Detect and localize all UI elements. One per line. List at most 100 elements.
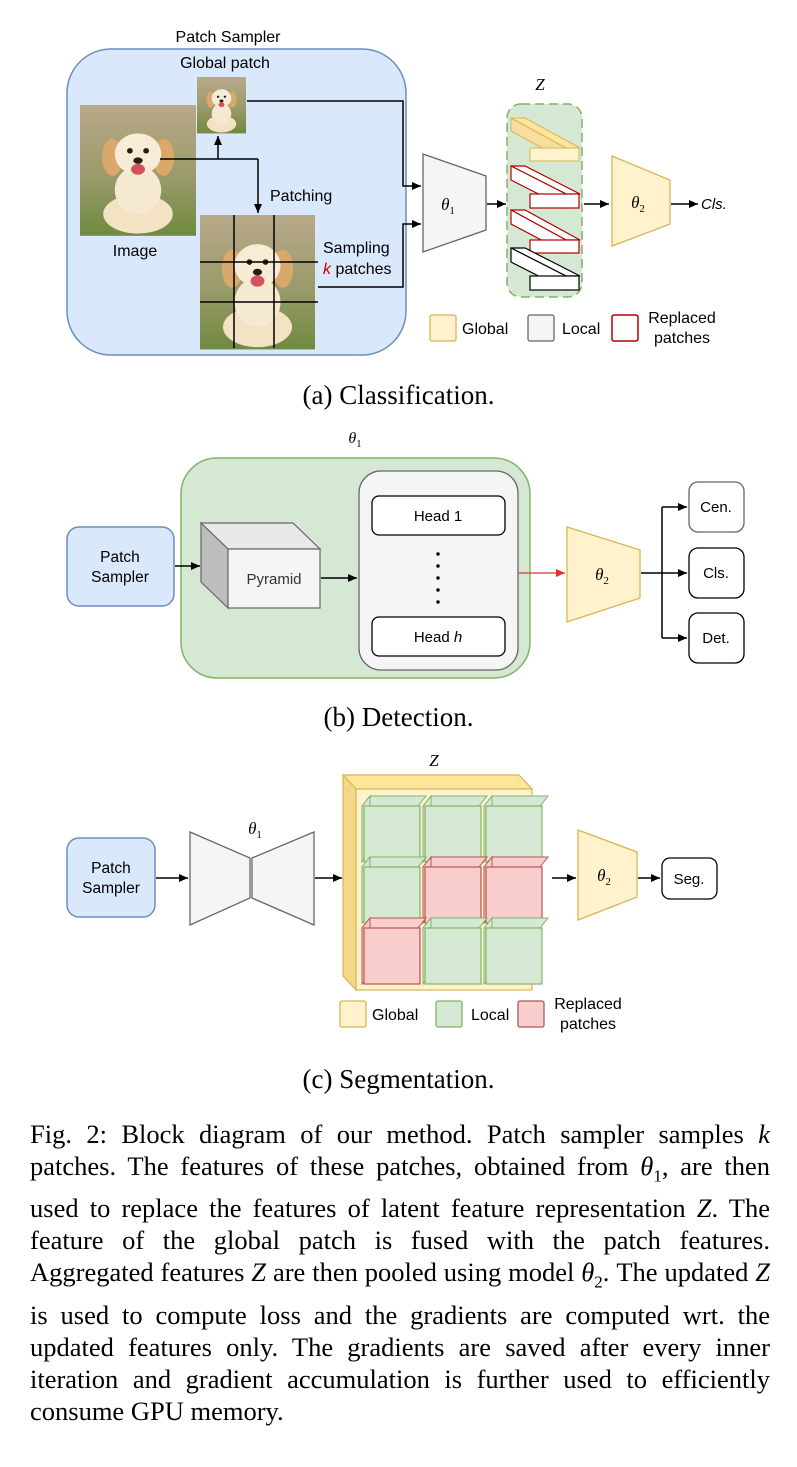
c-feature-cell-front [485,805,543,863]
a-legend-global: Global [462,321,508,338]
b-head-1-label: Head 1 [414,508,462,525]
a-feature-replaced-1 [510,165,581,209]
c-seg-output [661,857,718,900]
c-feature-cell-front [363,927,421,985]
a-image [80,105,196,236]
c-feature-cell-local [421,916,489,986]
c-feature-cell-front [424,805,482,863]
c-legend-replaced-2: patches [560,1016,616,1033]
c-feature-cell-local [360,855,428,925]
b-det-label: Det. [702,630,730,647]
a-sampling-label: Sampling [323,240,390,257]
c-feature-cell-front [363,805,421,863]
a-k-patches-label: k patches [323,261,391,278]
c-feature-cell-top [360,917,428,929]
a-legend-local-swatch [527,314,555,342]
b-theta2-label: θ2 [595,565,609,587]
caption-segmentation: (c) Segmentation. [302,1064,495,1094]
c-feature-grid [360,794,550,986]
c-legend-global-swatch [339,1000,367,1028]
c-feature-cell-local [360,794,428,864]
b-pyramid-label: Pyramid [246,571,301,588]
panel-c-segmentation: Z Patch Sampler θ1 θ2 Seg. Global Local [66,751,718,1033]
a-sampler-title: Patch Sampler [176,29,282,46]
b-pyramid-block [199,521,322,610]
c-patch-sampler [66,837,156,918]
c-feature-cell-local [482,916,550,986]
c-feature-cell-local [482,794,550,864]
b-head-h [371,616,506,657]
b-cls-label: Cls. [703,565,729,582]
a-feature-global [510,117,581,162]
b-head-h-label: Head h [414,629,462,646]
caption-classification: (a) Classification. [302,380,495,410]
panel-b-detection: θ1 Patch Sampler Pyramid Head 1 Head h θ… [66,430,745,679]
a-theta2-label: θ2 [631,193,645,215]
a-legend-replaced-1: Replaced [648,310,716,327]
c-feature-cell-top [360,795,428,807]
b-sampler-line2: Sampler [91,569,149,586]
c-z-label: Z [429,751,439,770]
c-feature-cell-replaced [360,916,428,986]
a-theta1-label: θ1 [441,195,455,217]
b-patch-sampler [66,526,175,607]
a-legend: Global Local Replaced patches [429,310,716,347]
c-feature-cell-front [363,866,421,924]
c-sampler-line1: Patch [91,860,131,877]
c-legend-replaced-swatch [517,1000,545,1028]
a-arrow-patches-to-theta1 [318,220,421,288]
a-global-patch-label: Global patch [180,55,270,72]
c-feature-cell-front [485,927,543,985]
c-feature-cell-front [485,866,543,924]
a-patched-image [200,215,318,350]
a-theta2-pool [611,155,671,247]
c-feature-cell-front [424,866,482,924]
a-image-label: Image [113,243,158,260]
c-feature-cell-replaced [482,855,550,925]
method-block-diagram: Patch Sampler Global patch Image Patchin… [66,29,745,1033]
c-feature-cell-top [482,856,550,868]
c-feature-cell-top [421,795,489,807]
a-feature-replaced-2 [510,208,581,254]
c-feature-cell-front [424,927,482,985]
c-legend-replaced-1: Replaced [554,996,622,1013]
c-theta1-encoder-decoder [189,831,315,927]
b-sampler-line1: Patch [100,549,140,566]
c-feature-cell-top [482,795,550,807]
caption-detection: (b) Detection. [323,702,474,732]
c-theta2-pool [577,829,638,921]
a-arrow-global-to-theta1 [247,100,421,190]
figure-caption: Fig. 2: Block diagram of our method. Pat… [30,1119,770,1426]
b-det-output [688,612,745,664]
a-theta1-encoder [422,153,487,253]
c-feature-cell-top [421,856,489,868]
c-theta1-label: θ1 [248,819,262,841]
c-feature-cell-top [360,856,428,868]
c-theta2-label: θ2 [597,866,611,888]
a-feature-local [510,247,581,291]
c-legend-local: Local [471,1007,509,1024]
a-legend-replaced-2: patches [654,330,710,347]
c-feature-cell-top [482,917,550,929]
a-z-label: Z [535,75,545,94]
a-global-patch-image [197,77,246,134]
c-legend-global: Global [372,1007,418,1024]
b-theta1-title: θ1 [348,430,361,450]
a-legend-local: Local [562,321,600,338]
c-seg-label: Seg. [674,871,705,888]
b-head-1 [371,495,506,536]
b-theta2-pool [566,526,641,623]
b-cen-output [688,481,745,533]
a-patching-label: Patching [270,188,332,205]
c-legend-local-swatch [435,1000,463,1028]
c-feature-cell-local [421,794,489,864]
b-cls-output [688,547,745,599]
c-legend: Global Local Replaced patches [339,996,622,1033]
a-cls-output: Cls. [701,196,727,213]
a-legend-replaced-swatch [611,314,639,342]
a-legend-global-swatch [429,314,457,342]
c-sampler-line2: Sampler [82,880,140,897]
c-feature-cell-replaced [421,855,489,925]
b-heads-ellipsis [436,552,440,604]
c-feature-cell-top [421,917,489,929]
